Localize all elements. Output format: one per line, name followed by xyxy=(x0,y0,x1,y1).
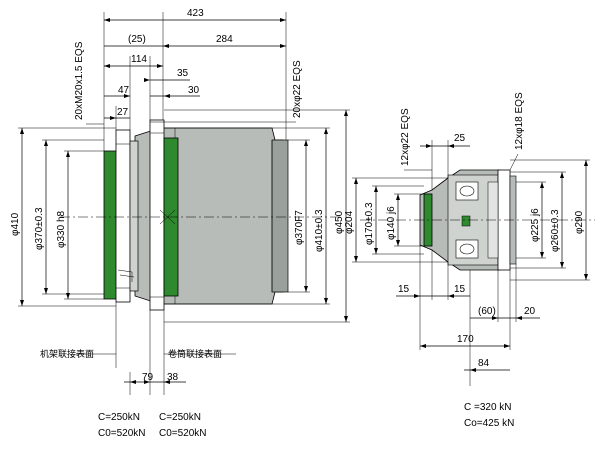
dim-79: 79 xyxy=(142,372,154,383)
drum-mounting-face-label: 卷筒联接表面 xyxy=(168,348,222,360)
dim-284: 284 xyxy=(216,34,233,45)
dim-84: 84 xyxy=(478,358,490,369)
dia-140-j6: φ140 j6 xyxy=(386,206,397,240)
left-right-diameter-dims: φ370F7 φ410±0.3 φ450 xyxy=(164,109,350,323)
dim-60-paren: (60) xyxy=(478,306,496,317)
dim-27: 27 xyxy=(117,107,129,118)
left-frame-flange xyxy=(103,129,139,303)
bolt-label-right-phi22: 12xφ22 EQS xyxy=(400,108,411,166)
dim-35: 35 xyxy=(177,68,189,79)
dia-260-tol: φ260±0.3 xyxy=(550,209,561,252)
load-c-right-view: C =320 kN xyxy=(464,402,512,413)
left-drum-flange xyxy=(149,119,179,311)
dim-15-a: 15 xyxy=(398,284,410,295)
dim-25-paren: (25) xyxy=(128,34,146,45)
dia-170-tol: φ170±0.3 xyxy=(364,202,375,245)
frame-mounting-face-label: 机架联接表面 xyxy=(40,348,94,360)
load-c0-right-view: Co=425 kN xyxy=(464,418,514,429)
dim-423: 423 xyxy=(187,8,204,19)
right-right-diameter-dims: φ225 j6 φ260±0.3 φ290 xyxy=(510,159,590,281)
load-c0-left: C0=520kN xyxy=(98,428,146,439)
left-diameter-dims: φ410 φ370±0.3 φ330 h8 xyxy=(10,127,116,307)
load-c0-right: C0=520kN xyxy=(159,428,207,439)
load-c-left: C=250kN xyxy=(98,412,140,423)
left-view: 423 (25) 284 114 35 47 30 27 20xM20x1.5 … xyxy=(10,8,350,439)
bolt-label-left-phi22: 20xφ22 EQS xyxy=(292,60,303,118)
dia-204: φ204 xyxy=(344,210,355,234)
dia-450: φ450 xyxy=(334,210,345,234)
dia-330-h8: φ330 h8 xyxy=(56,210,67,248)
bolt-label-right-phi18: 12xφ18 EQS xyxy=(514,92,525,150)
bolt-label-left-m20: 20xM20x1.5 EQS xyxy=(74,41,85,120)
dim-114: 114 xyxy=(131,54,147,65)
dia-370-f7: φ370F7 xyxy=(294,210,305,245)
dia-225-j6: φ225 j6 xyxy=(530,208,541,242)
load-c-right: C=250kN xyxy=(159,412,201,423)
dim-15-b: 15 xyxy=(454,284,466,295)
dia-410-left: φ410 xyxy=(10,212,21,236)
right-view: 12xφ22 EQS 12xφ18 EQS 25 φ204 φ170±0.3 xyxy=(344,92,595,429)
dim-20: 20 xyxy=(524,306,536,317)
dia-370-left: φ370±0.3 xyxy=(34,207,45,250)
dim-38: 38 xyxy=(167,372,179,383)
dim-25-right: 25 xyxy=(454,133,466,144)
right-left-diameter-dims: φ204 φ170±0.3 φ140 j6 xyxy=(344,177,448,263)
dia-290: φ290 xyxy=(574,210,585,234)
dim-47: 47 xyxy=(118,85,130,96)
dim-30: 30 xyxy=(188,85,200,96)
dim-170: 170 xyxy=(457,334,474,345)
dia-410-tol: φ410±0.3 xyxy=(314,209,325,252)
